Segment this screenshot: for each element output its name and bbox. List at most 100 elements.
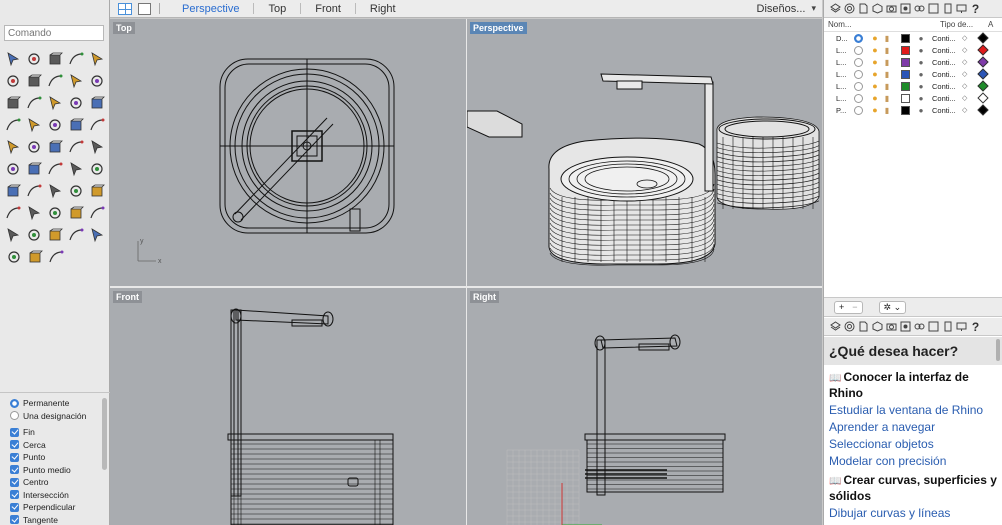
dimension-icon[interactable] [3, 181, 24, 201]
array-icon[interactable] [3, 159, 24, 179]
current-layer-radio[interactable] [854, 105, 863, 115]
unlock-icon[interactable]: ▮ [884, 57, 890, 67]
chevron-down-icon[interactable]: ▾ [811, 3, 816, 13]
curve-icon[interactable] [65, 71, 86, 91]
light-icon[interactable] [65, 203, 86, 223]
loft-icon[interactable] [24, 115, 45, 135]
eye-icon[interactable] [45, 203, 66, 223]
osnap-scrollbar[interactable] [102, 398, 107, 470]
checkbox-icon[interactable] [10, 490, 19, 500]
explode-icon[interactable] [45, 159, 66, 179]
chevron-updown-icon[interactable]: ◇ [962, 59, 968, 66]
viewport-splitter-horizontal[interactable] [110, 286, 822, 288]
point-icon[interactable] [24, 49, 45, 69]
unlock-icon[interactable]: ▮ [884, 81, 890, 91]
layout-tab-icon[interactable] [942, 3, 953, 14]
current-layer-radio[interactable] [854, 33, 863, 43]
unlock-icon[interactable]: ▮ [884, 69, 890, 79]
tab-right[interactable]: Right [369, 2, 396, 15]
checkbox-icon[interactable] [10, 452, 19, 462]
print-color-swatch[interactable] [977, 92, 989, 104]
circle-icon[interactable] [86, 49, 107, 69]
polygon-icon[interactable] [45, 71, 66, 91]
linetype-select[interactable]: Conti... [932, 57, 956, 67]
layer-row[interactable]: L...●▮●Conti...◇ [824, 56, 1002, 68]
checkbox-icon[interactable] [10, 477, 19, 487]
current-layer-radio[interactable] [854, 45, 863, 55]
lock-icon[interactable]: ▮ [884, 33, 890, 43]
layers-col-extra[interactable]: A [988, 20, 994, 29]
tab-front[interactable]: Front [315, 2, 341, 15]
named-view-tab-icon[interactable] [928, 3, 939, 14]
bulb-icon[interactable] [86, 203, 107, 223]
display-tab-icon[interactable] [956, 321, 967, 332]
help-scrollbar[interactable] [996, 339, 1000, 361]
tab-perspective[interactable]: Perspective [182, 2, 240, 15]
command-input[interactable] [4, 25, 104, 41]
checkbox-icon[interactable] [10, 515, 19, 525]
boolean-icon[interactable] [65, 115, 86, 135]
linetype-select[interactable]: Conti... [932, 33, 956, 43]
viewport-right[interactable]: Right [467, 288, 822, 525]
linetype-select[interactable]: Conti... [932, 81, 956, 91]
chevron-updown-icon[interactable]: ◇ [962, 35, 968, 42]
checkbox-icon[interactable] [10, 502, 19, 512]
text-icon[interactable] [86, 137, 107, 157]
help-link[interactable]: Dibujar curvas y líneas [829, 506, 951, 520]
layer-color-swatch[interactable] [901, 57, 910, 67]
layer-name[interactable]: L... [836, 81, 847, 91]
layer-row[interactable]: L...●▮●Conti...◇ [824, 80, 1002, 92]
fillet-icon[interactable] [86, 71, 107, 91]
unlock-icon[interactable]: ▮ [884, 45, 890, 55]
layer-color-swatch[interactable] [901, 93, 910, 103]
sweep-icon[interactable] [24, 93, 45, 113]
render-tab-icon[interactable] [886, 3, 897, 14]
current-layer-radio[interactable] [854, 81, 863, 91]
check-icon[interactable] [65, 159, 86, 179]
lightbulb-icon[interactable]: ● [872, 33, 878, 43]
sphere-icon[interactable] [65, 93, 86, 113]
arc-icon[interactable] [24, 71, 45, 91]
extrude-icon[interactable] [3, 115, 24, 135]
document-tab-icon[interactable] [858, 3, 869, 14]
display-tab-icon[interactable] [956, 3, 967, 14]
material-icon[interactable]: ● [918, 33, 924, 43]
lightbulb-icon[interactable]: ● [872, 105, 878, 115]
named-view-tab-icon[interactable] [928, 321, 939, 332]
osnap-item[interactable]: Intersección [10, 489, 102, 502]
print-color-swatch[interactable] [977, 68, 989, 80]
print-color-swatch[interactable] [977, 104, 989, 116]
copy-icon[interactable] [24, 137, 45, 157]
osnap-once-option[interactable]: Una designación [10, 410, 102, 423]
layer-row[interactable]: P...●▮●Conti...◇ [824, 104, 1002, 116]
chevron-updown-icon[interactable]: ◇ [962, 83, 968, 90]
links-tab-icon[interactable] [914, 3, 925, 14]
help-link[interactable]: Seleccionar objetos [829, 437, 934, 451]
single-viewport-icon[interactable] [138, 2, 151, 15]
current-layer-radio[interactable] [854, 69, 863, 79]
viewport-front[interactable]: Front [110, 288, 466, 525]
unlock-icon[interactable]: ▮ [884, 105, 890, 115]
surface-icon[interactable] [3, 93, 24, 113]
layer-name[interactable]: P... [836, 105, 847, 115]
environment-tab-icon[interactable] [900, 321, 911, 332]
select-arrow-icon[interactable] [3, 49, 24, 69]
layer-name[interactable]: D... [836, 33, 848, 43]
document-tab-icon[interactable] [858, 321, 869, 332]
checkbox-icon[interactable] [10, 440, 19, 450]
layer-name[interactable]: L... [836, 45, 847, 55]
layer-name[interactable]: L... [836, 69, 847, 79]
linetype-select[interactable]: Conti... [932, 105, 956, 115]
print-color-swatch[interactable] [977, 80, 989, 92]
material-icon[interactable]: ● [918, 69, 924, 79]
environment-tab-icon[interactable] [900, 3, 911, 14]
print-color-swatch[interactable] [977, 32, 989, 44]
cylinder-icon[interactable] [86, 93, 107, 113]
layer-color-swatch[interactable] [901, 105, 910, 115]
environment-icon[interactable] [86, 225, 107, 245]
material-icon[interactable]: ● [918, 57, 924, 67]
rotate-view-icon[interactable] [3, 203, 24, 223]
pan-icon[interactable] [86, 181, 107, 201]
layer-name[interactable]: L... [836, 57, 847, 67]
grid-snap-icon[interactable] [45, 247, 66, 267]
